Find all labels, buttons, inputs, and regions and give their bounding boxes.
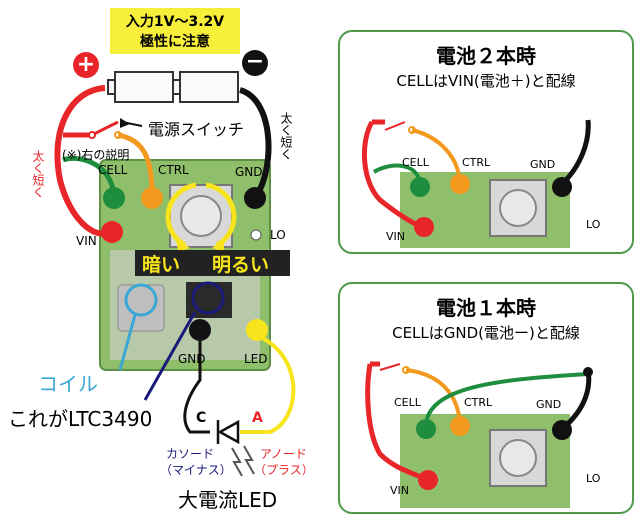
pin-gnd2-label: GND: [178, 352, 206, 366]
black-wire-led: [183, 340, 210, 434]
ltc-pointer: [143, 311, 197, 401]
coil: [117, 284, 165, 332]
panel-two-vin: VIN: [386, 230, 405, 243]
panel-one-battery: 電池１本時 CELLはGND(電池ー)と配線 CELL CTRL GND VIN…: [338, 282, 634, 514]
pin-gnd2: [189, 319, 211, 341]
panel-one-vin: VIN: [390, 484, 409, 497]
panel-two-gnd: GND: [530, 158, 556, 171]
led-diode: [217, 419, 240, 445]
panel-one-ctrl: CTRL: [464, 396, 493, 409]
panel-two-ctrl: CTRL: [462, 156, 491, 169]
brightness-band: [135, 250, 290, 276]
orange-wire-ctrl: [117, 132, 155, 196]
pin-vin-label: VIN: [76, 234, 97, 248]
panel-two-cell: CELL: [402, 156, 429, 169]
panel-one-subtitle: CELLはGND(電池ー)と配線: [392, 324, 580, 342]
panel-two-batteries: 電池２本時 CELLはVIN(電池＋)と配線 CELL CTRL GND VIN…: [338, 30, 634, 254]
coil-label: コイル: [38, 372, 98, 396]
pin-cell: [103, 187, 125, 209]
panel-one-gnd: GND: [536, 398, 562, 411]
panel-one-graphics: [365, 361, 593, 508]
pin-gnd-label: GND: [235, 165, 263, 179]
pin-cell-label: CELL: [98, 163, 128, 177]
panel-one-cell: CELL: [394, 396, 421, 409]
pin-ctrl-label: CTRL: [158, 163, 189, 177]
warning-line2: 極性に注意: [140, 34, 210, 50]
ltc-marker: [191, 281, 225, 315]
anode-letter: A: [252, 410, 263, 426]
pin-led-label: LED: [244, 352, 268, 366]
led-light-rays: [231, 447, 243, 477]
coil-pointer: [118, 314, 137, 371]
anode-label: アノード: [260, 447, 307, 461]
power-switch: [91, 120, 119, 137]
black-wire-gnd: [238, 87, 272, 200]
warning-line1: 入力1V～3.2V: [125, 14, 225, 30]
battery-2: [179, 71, 239, 103]
battery-1: [114, 71, 174, 103]
panel-one-title: 電池１本時: [436, 296, 536, 320]
plus-sign: +: [76, 52, 96, 77]
panel-two-graphics: [361, 119, 591, 248]
panel-two-title: 電池２本時: [436, 44, 536, 68]
note-label: (※)右の説明: [62, 148, 130, 162]
pin-led: [246, 319, 268, 341]
pin-gnd: [244, 187, 266, 209]
panel-two-lo: LO: [586, 218, 601, 231]
coil-marker: [124, 283, 158, 317]
minus-badge: −: [242, 50, 268, 76]
pin-lo: [250, 229, 262, 241]
thick-short-right: 太く短く: [279, 112, 293, 160]
brightness-bright: 明るい: [212, 254, 270, 276]
switch-label: 電源スイッチ: [148, 120, 245, 139]
red-wire-vin: [54, 85, 112, 237]
yellow-wire-led: [240, 336, 296, 434]
anode-note: （プラス）: [254, 463, 314, 477]
green-wire-cell: [62, 155, 117, 196]
big-led-label: 大電流LED: [178, 488, 278, 512]
cathode-label: カソード: [166, 447, 215, 461]
brightness-arrow-right: [205, 182, 237, 248]
cathode-note: （マイナス）: [160, 463, 232, 477]
panel-one-lo: LO: [586, 472, 601, 485]
pin-lo-label: LO: [270, 228, 286, 242]
ltc-label: これがLTC3490: [8, 407, 153, 431]
input-warning-box: [110, 8, 240, 54]
pin-ctrl: [141, 187, 163, 209]
cathode-letter: C: [196, 410, 207, 426]
minus-sign: −: [245, 49, 265, 74]
thick-short-left: 太く短く: [31, 150, 45, 198]
panel-two-subtitle: CELLはVIN(電池＋)と配線: [396, 72, 576, 90]
brightness-dark: 暗い: [142, 254, 181, 276]
plus-badge: +: [73, 52, 99, 78]
pin-vin: [101, 221, 123, 243]
